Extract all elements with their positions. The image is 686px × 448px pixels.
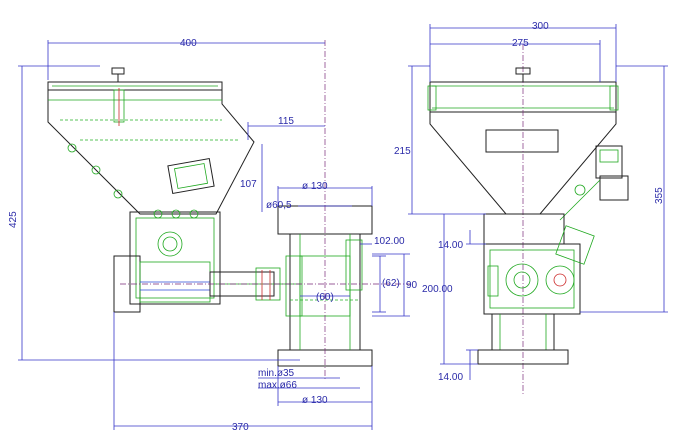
side-view xyxy=(47,40,410,380)
dim-102: 102.00 xyxy=(374,236,405,247)
dim-min-35: min.ø35 xyxy=(258,368,295,379)
dim-height-355: 355 xyxy=(654,187,665,204)
dim-90: 90 xyxy=(406,280,418,291)
side-view-dimensions: 400 115 107 ø 130 ø60,5 102.00 (62) 90 (… xyxy=(8,38,418,433)
front-view xyxy=(427,44,629,394)
dim-200: 200.00 xyxy=(422,284,453,295)
dim-width-400: 400 xyxy=(180,38,197,49)
dim-115: 115 xyxy=(278,116,294,127)
dim-width-275: 275 xyxy=(512,38,529,49)
dim-14-bottom: 14.00 xyxy=(438,372,463,383)
dim-width-370: 370 xyxy=(232,422,249,433)
dim-215: 215 xyxy=(394,146,411,157)
dim-flange-130-top: ø 130 xyxy=(302,181,328,192)
dim-60: (60) xyxy=(316,292,334,303)
dim-107: 107 xyxy=(240,179,257,190)
dim-width-300: 300 xyxy=(532,21,549,32)
dim-14-top: 14.00 xyxy=(438,240,463,251)
dim-phi-60-5: ø60,5 xyxy=(266,200,292,211)
dim-62: (62) xyxy=(382,278,400,289)
dim-height-425: 425 xyxy=(8,211,19,228)
dim-flange-130-bottom: ø 130 xyxy=(302,395,328,406)
front-view-dimensions: 300 275 215 14.00 200.00 14.00 355 xyxy=(394,21,668,383)
